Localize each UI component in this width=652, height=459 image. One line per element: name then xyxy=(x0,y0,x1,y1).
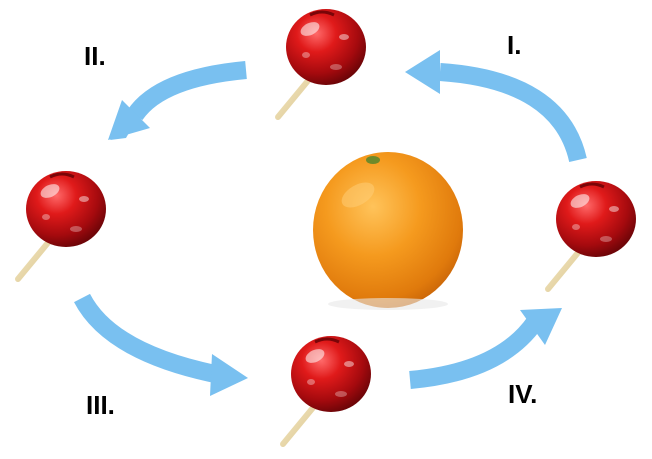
candy-apple-right xyxy=(548,181,636,289)
arrow-i xyxy=(405,50,587,163)
label-ii: II. xyxy=(84,41,106,71)
label-iii: III. xyxy=(86,390,115,420)
arrow-iv xyxy=(409,308,562,389)
orange xyxy=(313,152,463,310)
arrow-iii xyxy=(74,293,248,396)
candy-apple-top xyxy=(278,9,366,117)
label-i: I. xyxy=(507,30,522,60)
candy-apple-bottom xyxy=(283,336,371,444)
candy-apple-left xyxy=(18,171,106,279)
arrow-ii xyxy=(108,61,247,140)
label-iv: IV. xyxy=(508,379,538,409)
